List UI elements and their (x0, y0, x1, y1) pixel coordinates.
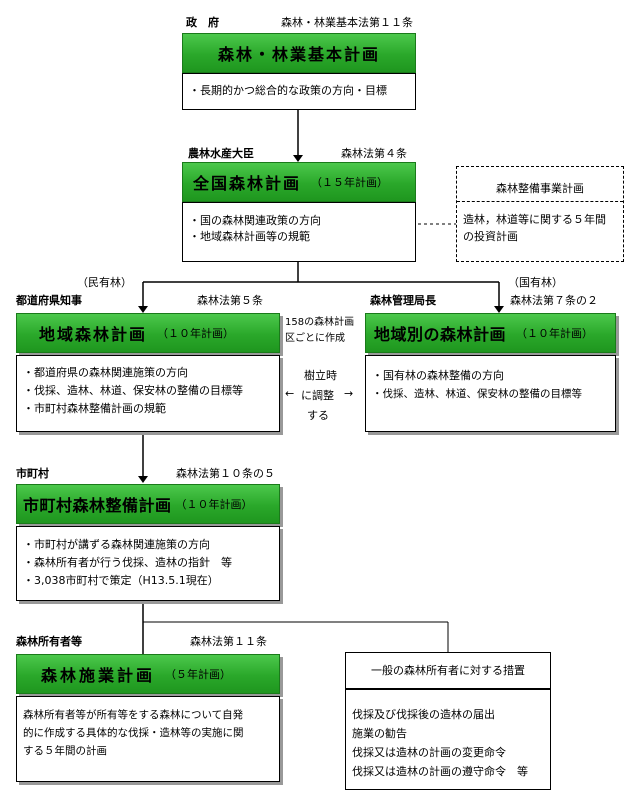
municipality-item: ・森林所有者が行う伐採、造林の指針 等 (23, 556, 232, 569)
municipality-item: ・市町村が講ずる森林関連施策の方向 (23, 538, 210, 551)
prefecture-item: ・市町村森林整備計画の規範 (23, 402, 166, 415)
minister-plan-title: 全国森林計画 (193, 174, 302, 193)
prefecture-org-label: 都道府県知事 (16, 294, 82, 307)
arrowhead-prefecture (138, 306, 148, 313)
national-forest-plan-title: 地域別の森林計画 (374, 325, 507, 344)
national-forest-plan-title-box: 地域別の森林計画 （１０年計画） (365, 313, 616, 353)
owner-plan-title: 森林施業計画 (41, 666, 156, 685)
business-plan-title: 森林整備事業計画 (496, 182, 584, 195)
owner-org-label: 森林所有者等 (16, 635, 82, 648)
municipality-plan-title: 市町村森林整備計画 (23, 496, 172, 515)
adjust-left-arrow: ← (285, 387, 295, 400)
national-forest-org-label: 森林管理局長 (370, 294, 436, 307)
prefecture-plan-title: 地域森林計画 (39, 325, 148, 344)
business-plan-divider (457, 201, 623, 202)
prefecture-plan-title-box: 地域森林計画 （１０年計画） (16, 313, 280, 353)
municipality-org-label: 市町村 (16, 467, 49, 480)
owner-plan-content: 森林所有者等が所有等をする森林について自発 的に作成する具体的な伐採・造林等の実… (16, 696, 280, 782)
forest-district-note-2: 区ごとに作成 (285, 333, 345, 344)
national-forest-plan-content: ・国有林の森林整備の方向 ・伐採、造林、林道、保安林の整備の目標等 (365, 355, 616, 432)
prefecture-plan-subtitle: （１０年計画） (157, 327, 235, 340)
municipality-plan-title-box: 市町村森林整備計画 （１０年計画） (16, 484, 280, 524)
gov-plan-content: ・長期的かつ総合的な政策の方向・目標 (182, 73, 416, 110)
national-forest-item: ・伐採、造林、林道、保安林の整備の目標等 (372, 388, 582, 400)
national-forest-tag: （国有林） (508, 276, 563, 289)
arrowhead-minister (293, 155, 303, 162)
municipality-item: ・3,038市町村で策定（H13.5.1現在） (23, 574, 219, 587)
gov-plan-title: 森林・林業基本計画 (217, 45, 380, 64)
prefecture-law-label: 森林法第５条 (197, 294, 263, 307)
prefecture-item: ・伐採、造林、林道、保安林の整備の目標等 (23, 384, 243, 397)
business-plan-box: 森林整備事業計画 造林，林道等に関する５年間 の投資計画 (456, 166, 624, 262)
municipality-plan-subtitle: （１０年計画） (175, 498, 253, 511)
general-measure-line: 伐採及び伐採後の造林の届出 (352, 708, 495, 721)
arrowhead-municipality (138, 476, 148, 483)
adjust-note-3: する (307, 409, 329, 422)
municipality-plan-content: ・市町村が講ずる森林関連施策の方向 ・森林所有者が行う伐採、造林の指針 等 ・3… (16, 526, 280, 601)
national-forest-item: ・国有林の森林整備の方向 (372, 369, 504, 382)
owner-plan-subtitle: （５年計画） (165, 668, 232, 681)
minister-plan-content: ・国の森林関連政策の方向 ・地域森林計画等の規範 (182, 202, 416, 262)
owner-line: する５年間の計画 (23, 745, 107, 757)
arrowhead-national (494, 306, 504, 313)
business-plan-line: 造林，林道等に関する５年間 (463, 213, 606, 226)
minister-item: ・地域森林計画等の規範 (189, 230, 310, 243)
adjust-note-1: 樹立時 (304, 369, 337, 382)
business-plan-line: の投資計画 (463, 230, 518, 243)
municipality-law-label: 森林法第１０条の５ (176, 467, 275, 480)
minister-law-label: 森林法第４条 (341, 147, 407, 160)
owner-plan-title-box: 森林施業計画 （５年計画） (16, 654, 280, 694)
general-measure-line: 伐採又は造林の計画の変更命令 (352, 746, 506, 759)
general-measure-line: 伐採又は造林の計画の遵守命令 等 (352, 765, 528, 778)
general-measures-title: 一般の森林所有者に対する措置 (371, 664, 525, 677)
adjust-right-arrow: → (344, 387, 354, 400)
adjust-note-2: に調整 (301, 389, 334, 402)
minister-plan-subtitle: （１５年計画） (311, 176, 389, 189)
minister-item: ・国の森林関連政策の方向 (189, 214, 321, 227)
owner-line: 森林所有者等が所有等をする森林について自発 (23, 709, 244, 721)
prefecture-plan-content: ・都道府県の森林関連施策の方向 ・伐採、造林、林道、保安林の整備の目標等 ・市町… (16, 355, 280, 432)
gov-plan-title-box: 森林・林業基本計画 (182, 33, 416, 73)
prefecture-item: ・都道府県の森林関連施策の方向 (23, 366, 188, 379)
gov-org-label: 政 府 (186, 16, 219, 29)
national-forest-law-label: 森林法第７条の２ (510, 294, 598, 307)
minister-plan-title-box: 全国森林計画 （１５年計画） (182, 162, 416, 202)
forest-district-note-1: 158の森林計画 (285, 317, 355, 328)
gov-law-label: 森林・林業基本法第１１条 (281, 16, 413, 29)
owner-law-label: 森林法第１１条 (190, 635, 267, 648)
owner-line: 的に作成する具体的な伐採・造林等の実施に関 (23, 727, 244, 739)
general-measure-line: 施業の勧告 (352, 727, 407, 740)
national-forest-plan-subtitle: （１０年計画） (516, 327, 594, 340)
general-measures-title-box: 一般の森林所有者に対する措置 (345, 652, 551, 689)
private-forest-tag: （民有林） (77, 276, 132, 289)
general-measures-content: 伐採及び伐採後の造林の届出 施業の勧告 伐採又は造林の計画の変更命令 伐採又は造… (345, 689, 551, 790)
business-plan-text: 造林，林道等に関する５年間 の投資計画 (463, 211, 606, 245)
minister-org-label: 農林水産大臣 (188, 147, 254, 160)
gov-item: ・長期的かつ総合的な政策の方向・目標 (189, 84, 387, 97)
